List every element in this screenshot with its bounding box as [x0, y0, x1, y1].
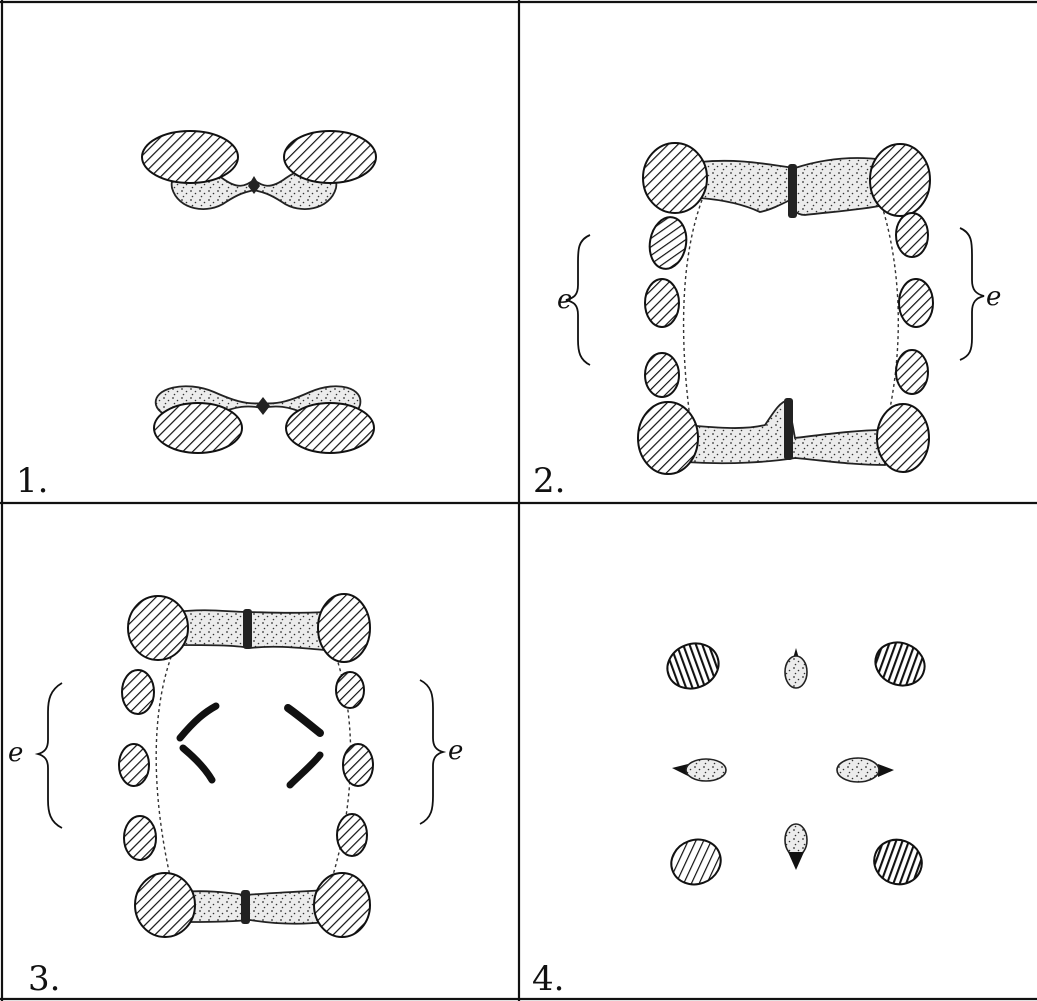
panel-1: 1. [16, 131, 376, 501]
panel-label: 1. [16, 461, 48, 501]
left-chromosome-row [119, 670, 156, 860]
panel-3: e e 3. [8, 594, 463, 999]
central-rods [180, 706, 320, 785]
right-chromosome-row [336, 672, 373, 856]
left-bracket-label: e [8, 738, 23, 768]
bottom-bridge [638, 398, 929, 474]
panel-2: e e 2. [533, 143, 1001, 501]
panel-4: 4. [532, 636, 931, 999]
top-bridge [643, 143, 930, 218]
right-brace [420, 680, 443, 824]
left-brace [38, 683, 62, 828]
spindle-left [156, 640, 178, 885]
top-bridge [128, 594, 370, 662]
left-chromosome-row [645, 214, 690, 397]
upper-chromosome-pair [142, 131, 376, 209]
right-bracket-label: e [986, 282, 1001, 312]
right-brace [960, 228, 984, 360]
panel-label: 3. [28, 959, 60, 999]
right-bracket-label: e [448, 736, 463, 766]
bottom-bridge [135, 873, 370, 937]
panel-label: 2. [533, 461, 565, 501]
lower-chromosome-pair [154, 386, 374, 453]
left-bracket-label: e [557, 285, 572, 315]
right-chromosome-row [896, 213, 933, 394]
panel-label: 4. [532, 959, 564, 999]
